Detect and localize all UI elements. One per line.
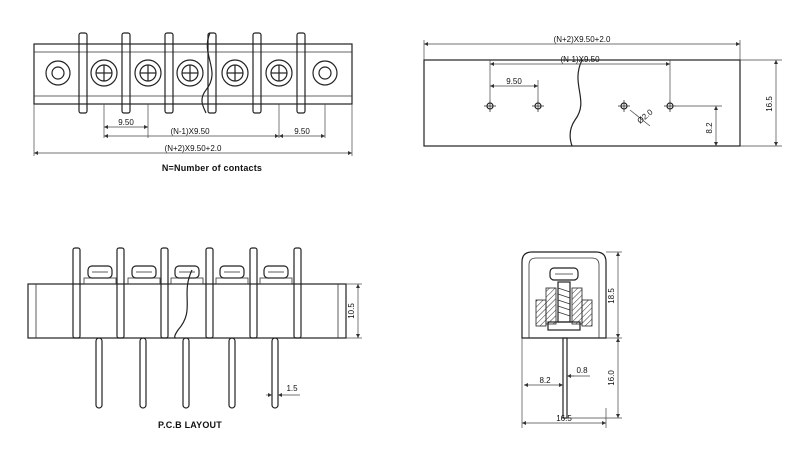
side-view-screw (535, 267, 593, 331)
side-view: 18.5 16.0 16.5 8.2 0.8 (521, 251, 622, 428)
dim-span: (N-1)X9.50 (170, 127, 210, 136)
rear-break-line (569, 59, 583, 147)
top-view: 9.50 (N-1)X9.50 9.50 (N+2)X9.50+2.0 N=Nu… (33, 32, 353, 173)
front-view: 10.5 1.5 P.C.B LAYOUT (27, 247, 362, 430)
rear-view-dimensions: (N+2)X9.50+2.0 (N-1)X9.50 9.50 Ø2.0 8.2 … (423, 35, 782, 147)
side-dim-pin-offset: 8.2 (539, 376, 551, 385)
rear-dim-hole-height: 8.2 (705, 122, 714, 134)
side-dim-pin-width: 0.8 (576, 366, 588, 375)
contacts-note: N=Number of contacts (162, 163, 262, 173)
front-view-screw-heads (83, 265, 293, 285)
rear-dim-pitch: 9.50 (506, 77, 522, 86)
rear-dim-hole: Ø2.0 (636, 107, 655, 125)
pcb-holes (484, 100, 676, 112)
side-view-dimensions: 18.5 16.0 16.5 8.2 0.8 (521, 251, 622, 428)
front-view-dimensions: 10.5 1.5 (266, 283, 362, 398)
rear-dim-span: (N-1)X9.50 (560, 55, 600, 64)
front-break-line (174, 269, 193, 339)
top-view-body (33, 43, 353, 105)
dim-pitch-right: 9.50 (294, 127, 310, 136)
rear-view-body (423, 59, 741, 147)
side-view-body (521, 251, 607, 339)
dim-pitch: 9.50 (118, 118, 134, 127)
break-line (201, 32, 213, 114)
rear-dim-height: 16.5 (765, 96, 774, 112)
dim-total: (N+2)X9.50+2.0 (165, 144, 222, 153)
top-view-barriers (78, 32, 306, 114)
side-dim-bottom: 16.0 (607, 370, 616, 386)
front-dim-pin: 1.5 (286, 384, 298, 393)
rear-view: (N+2)X9.50+2.0 (N-1)X9.50 9.50 Ø2.0 8.2 … (423, 35, 782, 147)
mount-hole-right (312, 60, 338, 86)
front-dim-body-height: 10.5 (347, 303, 356, 319)
top-view-screws (90, 59, 293, 87)
side-dim-top: 18.5 (607, 288, 616, 304)
pcb-layout-caption: P.C.B LAYOUT (158, 420, 222, 430)
pcb-pins (95, 337, 279, 409)
top-view-dimensions: 9.50 (N-1)X9.50 9.50 (N+2)X9.50+2.0 (33, 104, 353, 156)
rear-dim-total: (N+2)X9.50+2.0 (554, 35, 611, 44)
side-view-pin (562, 337, 568, 419)
side-dim-width: 16.5 (556, 414, 572, 423)
front-view-barriers (72, 247, 302, 339)
mount-hole-left (45, 60, 71, 86)
